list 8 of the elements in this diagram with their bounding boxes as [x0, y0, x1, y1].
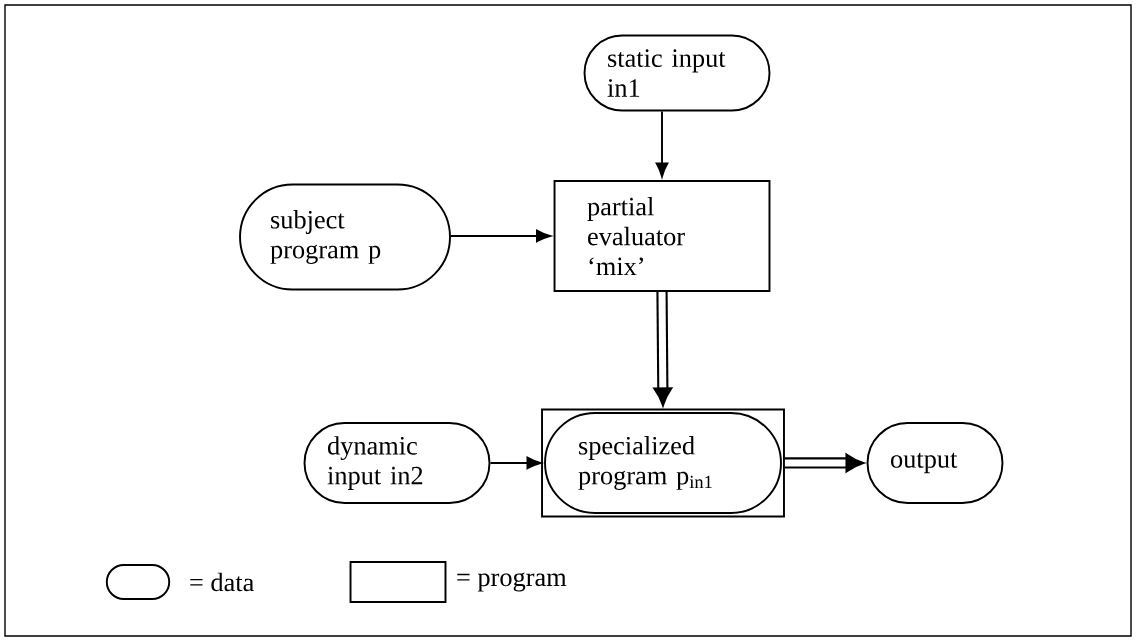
program-box: partial evaluator ‘mix’: [553, 180, 771, 292]
legend-text: = program: [457, 572, 567, 592]
arrow: [489, 456, 542, 470]
arrow: [655, 110, 669, 178]
arrow: [450, 229, 551, 243]
double-arrow: [653, 291, 673, 407]
double-arrow: [784, 453, 865, 473]
legend-text: = data: [190, 572, 254, 592]
